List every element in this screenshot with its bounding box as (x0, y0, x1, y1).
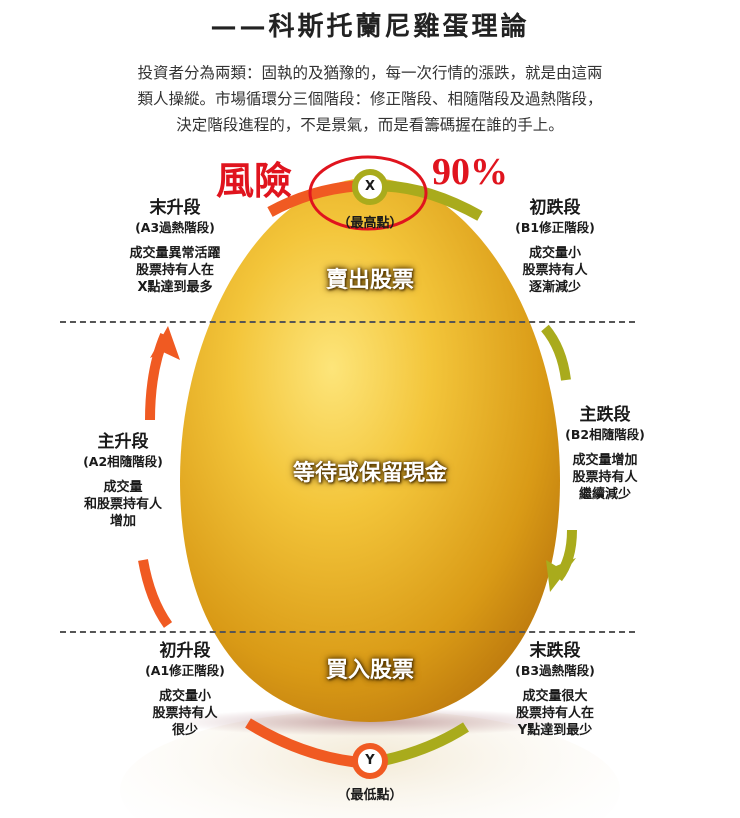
stage-desc-line: 逐漸減少 (528, 280, 581, 295)
rising-arc-bottom (245, 718, 356, 768)
stage-phase: (A2相隨階段) (83, 454, 163, 469)
trough-label: （最低點） (337, 788, 403, 803)
divider-upper (60, 321, 635, 323)
intro-paragraph: 投資者分為兩類：固執的及猶豫的，每一次行情的漲跌，就是由這兩 類人操縱。市場循環… (60, 60, 680, 138)
risk-value: 90% (432, 151, 508, 193)
stage-b1: 初跌段 (B1修正階段) 成交量小 股票持有人 逐漸減少 (470, 197, 640, 296)
stage-desc-line: 成交量增加 (572, 453, 638, 468)
intro-line: 決定階段進程的，不是景氣，而是看籌碼握在誰的手上。 (176, 116, 564, 134)
stage-desc: 成交量增加 股票持有人 繼續減少 (535, 452, 675, 503)
stage-desc-line: 成交量異常活躍 (129, 246, 221, 261)
stage-desc-line: 繼續減少 (578, 487, 631, 502)
stage-phase: (A1修正階段) (145, 663, 225, 678)
peak-symbol: X (364, 179, 376, 194)
risk-label: 風險 (216, 161, 293, 203)
stage-desc-line: 很少 (171, 723, 198, 738)
stage-a2: 主升段 (A2相隨階段) 成交量 和股票持有人 增加 (48, 431, 198, 530)
intro-line: 類人操縱。市場循環分三個階段：修正階段、相隨階段及過熱階段， (137, 90, 603, 108)
stage-desc-line: 成交量 (103, 480, 143, 495)
risk-highlight-ring (308, 155, 428, 231)
stage-name: 初升段 (159, 641, 211, 661)
stage-name: 末跌段 (529, 641, 581, 661)
hold-cash-label: 等待或保留現金 (292, 461, 447, 486)
stage-desc-line: Y點達到最少 (517, 723, 593, 738)
bottom-point-marker (352, 743, 388, 779)
arrow-head-up (150, 326, 180, 360)
stage-desc-line: 股票持有人在 (515, 706, 594, 721)
stage-name: 主升段 (97, 432, 149, 452)
falling-arc-top (384, 180, 483, 221)
stage-b2: 主跌段 (B2相隨階段) 成交量增加 股票持有人 繼續減少 (535, 404, 675, 503)
stage-desc-line: 股票持有人在 (135, 263, 214, 278)
stage-desc: 成交量小 股票持有人 很少 (100, 688, 270, 739)
stage-desc: 成交量小 股票持有人 逐漸減少 (470, 245, 640, 296)
stage-phase: (B2相隨階段) (565, 427, 645, 442)
falling-arc-upper (541, 324, 571, 381)
stage-desc-line: 和股票持有人 (83, 497, 162, 512)
golden-egg (180, 178, 560, 722)
stage-phase: (B1修正階段) (515, 220, 595, 235)
stage-desc-line: 成交量小 (528, 246, 581, 261)
stage-phase: (A3過熱階段) (135, 220, 215, 235)
divider-lower (60, 631, 635, 633)
stage-desc-line: 股票持有人 (522, 263, 588, 278)
page-title: ——科斯托蘭尼雞蛋理論 (210, 12, 530, 42)
stage-desc-line: 增加 (109, 514, 136, 529)
buy-stock-label: 買入股票 (325, 658, 414, 683)
stage-phase: (B3過熱階段) (515, 663, 595, 678)
stage-name: 初跌段 (529, 198, 581, 218)
stage-a3: 末升段 (A3過熱階段) 成交量異常活躍 股票持有人在 X點達到最多 (90, 197, 260, 296)
stage-name: 主跌段 (579, 405, 631, 425)
stage-desc-line: 股票持有人 (152, 706, 218, 721)
stage-a1: 初升段 (A1修正階段) 成交量小 股票持有人 很少 (100, 640, 270, 739)
stage-desc-line: 成交量小 (158, 689, 211, 704)
stage-desc: 成交量異常活躍 股票持有人在 X點達到最多 (90, 245, 260, 296)
stage-name: 末升段 (149, 198, 201, 218)
falling-arc-bottom (383, 722, 469, 766)
arrow-head-down (546, 558, 576, 592)
peak-label: （最高點） (337, 216, 403, 231)
stage-desc-line: 股票持有人 (572, 470, 638, 485)
stage-b3: 末跌段 (B3過熱階段) 成交量很大 股票持有人在 Y點達到最少 (470, 640, 640, 739)
stage-desc: 成交量很大 股票持有人在 Y點達到最少 (470, 688, 640, 739)
stage-desc-line: 成交量很大 (522, 689, 588, 704)
rising-arc-lower (138, 559, 173, 628)
sell-stock-label: 賣出股票 (325, 268, 414, 293)
stage-desc-line: X點達到最多 (137, 280, 213, 295)
peak-point-marker (352, 169, 388, 205)
trough-symbol: Y (365, 753, 375, 768)
stage-desc: 成交量 和股票持有人 增加 (48, 479, 198, 530)
intro-line: 投資者分為兩類：固執的及猶豫的，每一次行情的漲跌，就是由這兩 (137, 64, 603, 82)
